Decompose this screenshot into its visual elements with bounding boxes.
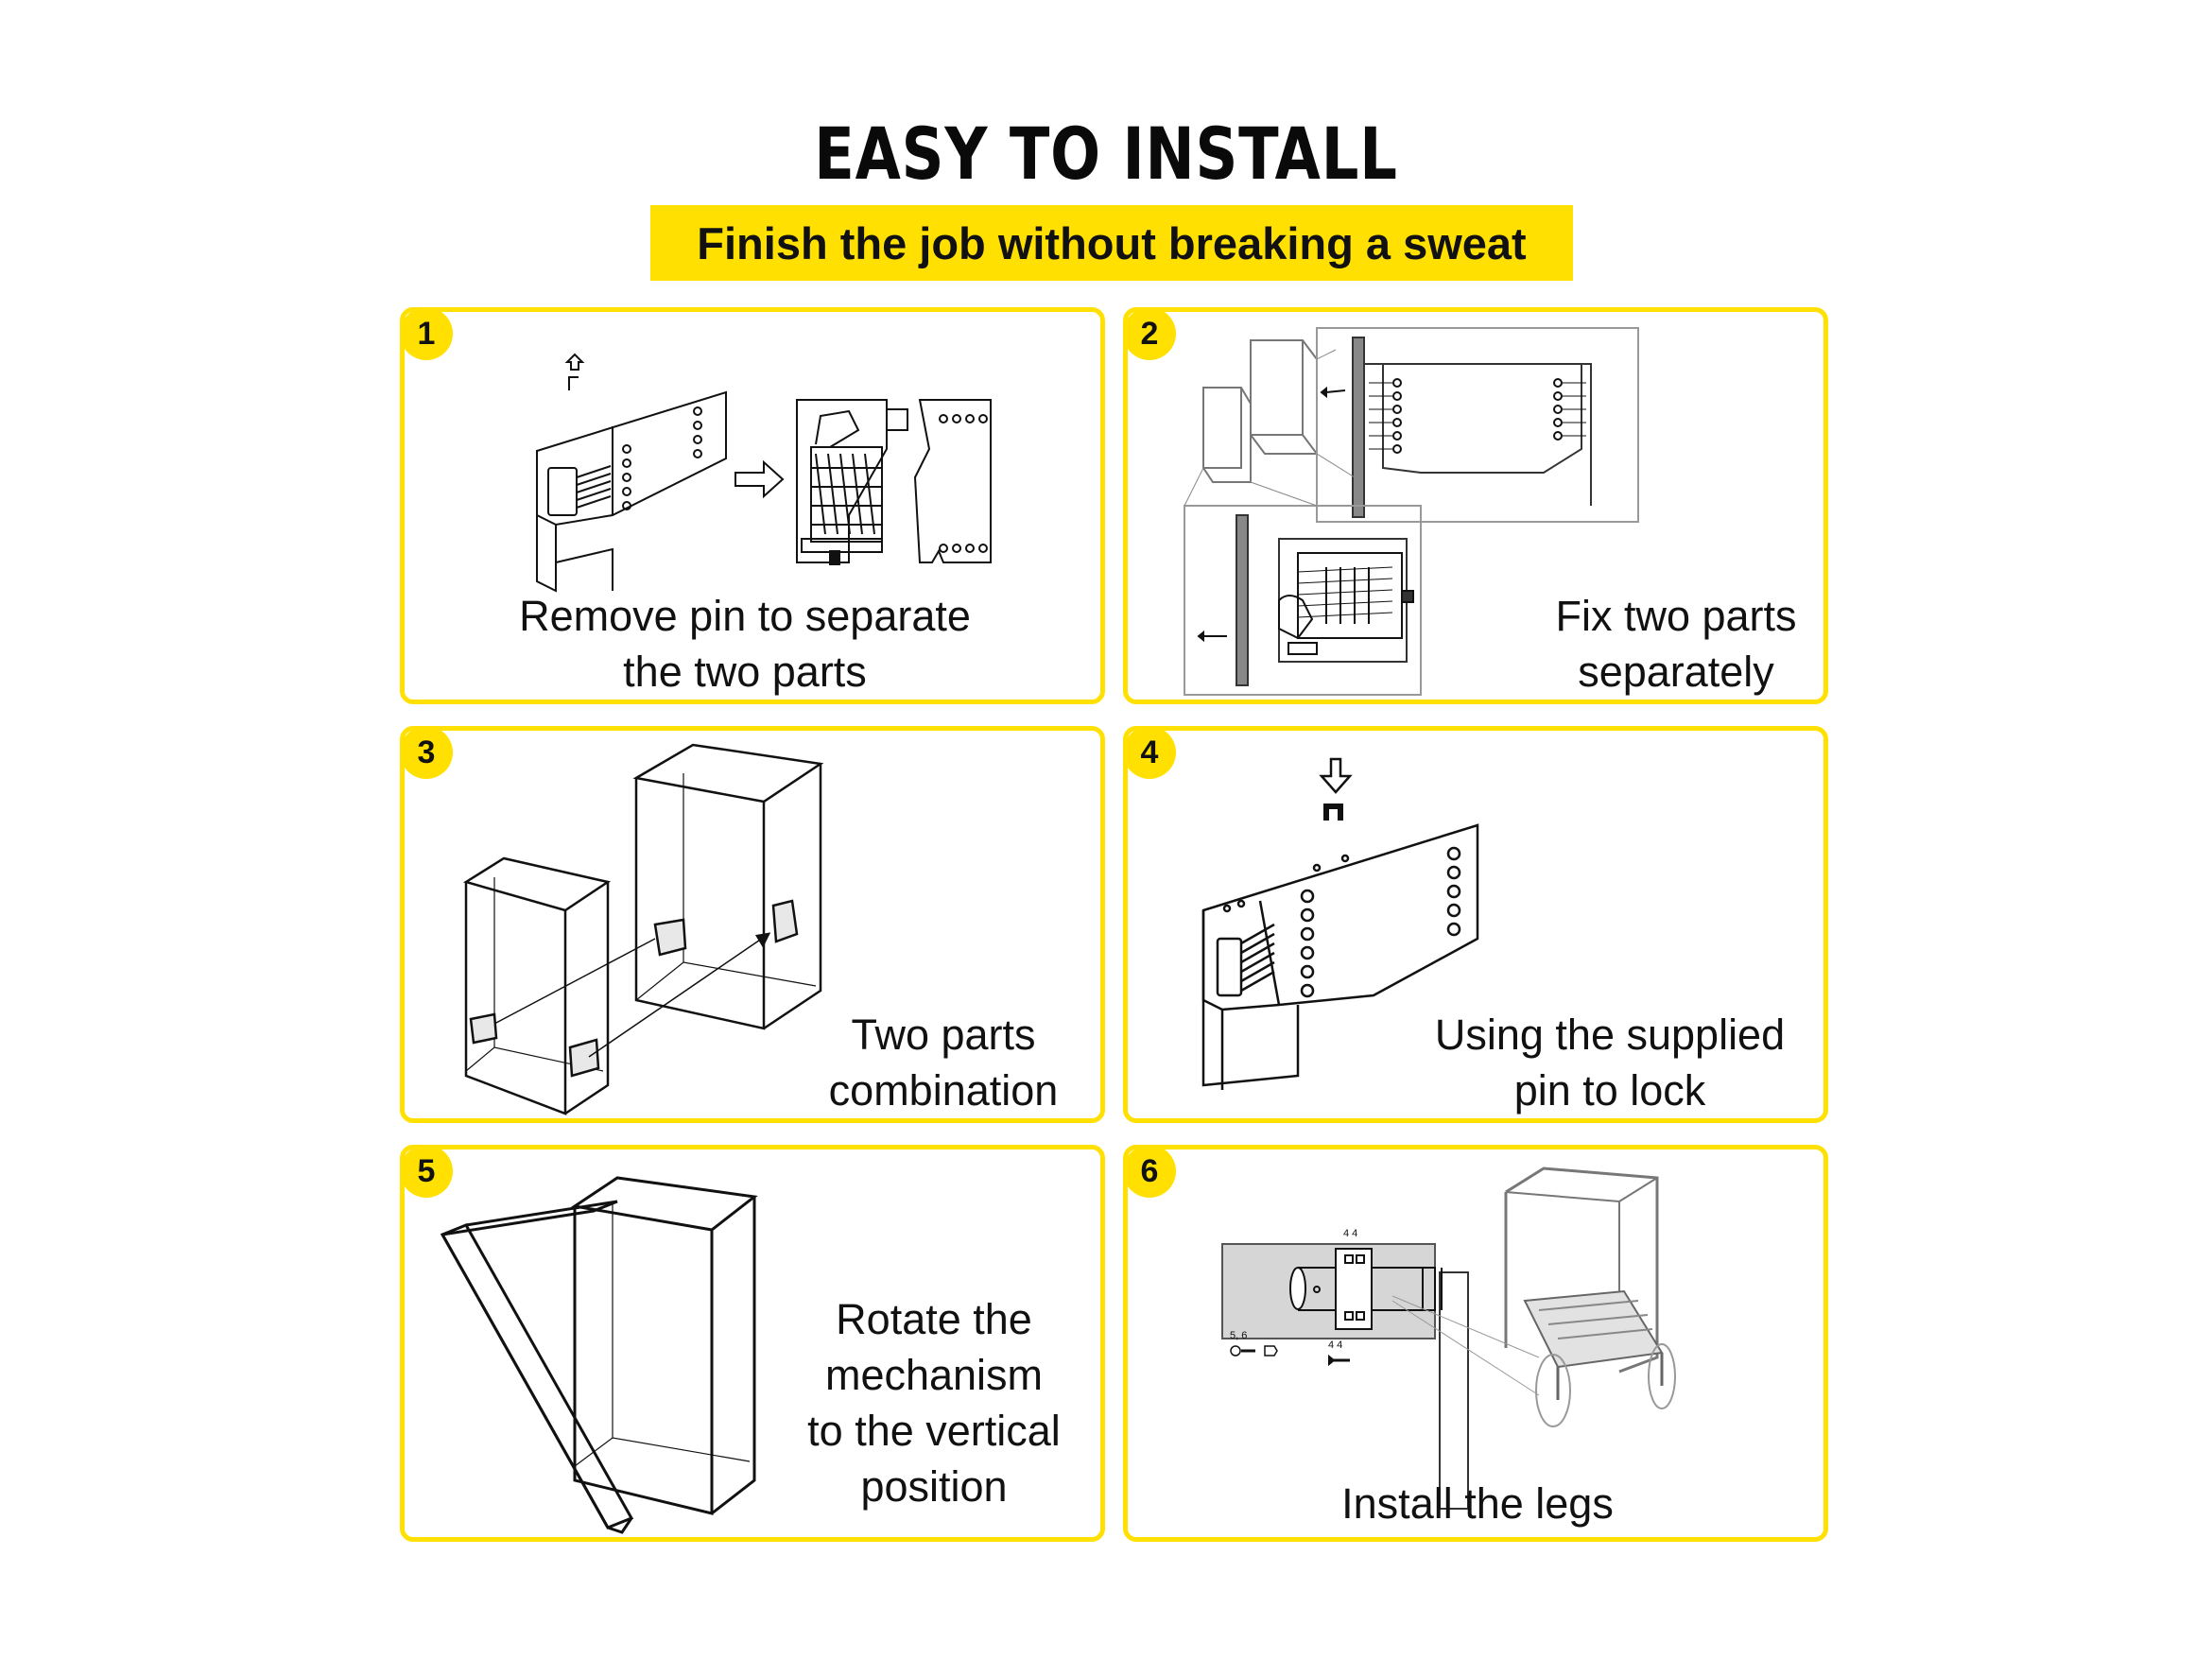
caption-line: separately <box>1578 648 1774 696</box>
caption-line: Using the supplied <box>1434 1011 1786 1059</box>
caption-line: Install the legs <box>1341 1479 1614 1528</box>
rotate-mechanism-illustration <box>442 1154 802 1532</box>
remove-pin-illustration <box>499 336 1028 610</box>
step-card-2: 2 Fix two parts separately <box>1123 307 1828 704</box>
step-number-badge: 2 <box>1123 307 1176 360</box>
step-number-badge: 1 <box>400 307 453 360</box>
two-parts-combination-illustration <box>438 735 854 1114</box>
step-caption: Two parts combination <box>802 1007 1085 1118</box>
caption-line: Rotate the <box>836 1295 1032 1343</box>
install-legs-illustration: 4 4 4 4 5, 6 <box>1222 1168 1752 1461</box>
step-caption: Using the supplied pin to lock <box>1411 1007 1808 1118</box>
step-number-badge: 6 <box>1123 1145 1176 1198</box>
caption-line: mechanism <box>824 1351 1044 1399</box>
step-card-6: 6 4 4 4 4 5, 6 Install the legs <box>1123 1145 1828 1542</box>
caption-line: Fix two parts <box>1555 592 1797 640</box>
caption-line: Remove pin to separate <box>519 592 971 640</box>
caption-line: to the vertical <box>807 1407 1061 1455</box>
caption-line: position <box>860 1462 1008 1511</box>
step-card-1: 1 Remove pin to separate the two parts <box>400 307 1105 704</box>
step-number-badge: 5 <box>400 1145 453 1198</box>
subtitle-banner: Finish the job without breaking a sweat <box>650 205 1573 281</box>
step-caption: Install the legs <box>1241 1476 1714 1531</box>
step-number-badge: 3 <box>400 726 453 779</box>
step-card-5: 5 Rotate the mechanism to the vertical p… <box>400 1145 1105 1542</box>
subtitle-text: Finish the job without breaking a sweat <box>697 217 1527 268</box>
caption-line: pin to lock <box>1513 1066 1706 1115</box>
step-number-badge: 4 <box>1123 726 1176 779</box>
fix-parts-illustration <box>1184 317 1714 704</box>
step-card-4: 4 Using the supplied pin to lock <box>1123 726 1828 1123</box>
step-caption: Fix two parts separately <box>1534 588 1818 700</box>
leg-bracket-top-numbers: 4 4 <box>1343 1228 1357 1239</box>
step-card-3: 3 Two parts combination <box>400 726 1105 1123</box>
leg-bracket-bottom-numbers: 4 4 <box>1328 1339 1342 1351</box>
bolt-numbers: 5, 6 <box>1230 1330 1247 1341</box>
caption-line: the two parts <box>623 648 867 696</box>
step-caption: Remove pin to separate the two parts <box>442 588 1047 700</box>
pin-lock-illustration <box>1203 750 1506 1109</box>
step-caption: Rotate the mechanism to the vertical pos… <box>783 1291 1085 1514</box>
caption-line: combination <box>828 1066 1059 1115</box>
caption-line: Two parts <box>851 1011 1036 1059</box>
page-title: EASY TO INSTALL <box>814 112 1398 196</box>
